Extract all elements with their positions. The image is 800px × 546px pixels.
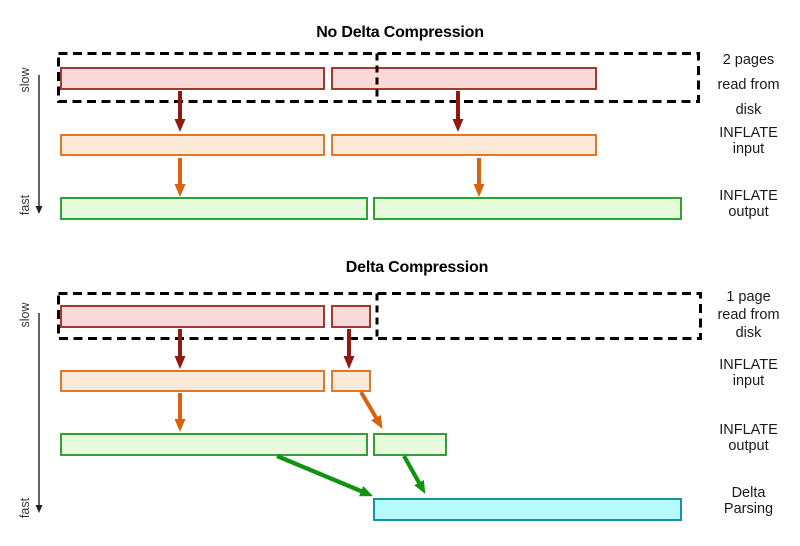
inflate-input-bar-1: [60, 134, 325, 156]
slow-axis-label-bottom: slow: [18, 302, 32, 328]
delta-parsing-label: Delta Parsing: [723, 485, 774, 517]
input-to-output-arrow-4: [359, 390, 383, 429]
inflate-input-bar-3: [60, 370, 325, 392]
inflate-output-bar-2: [373, 197, 682, 220]
inflate-output-label-top: INFLATE output: [719, 188, 778, 220]
fast-axis-label-bottom: fast: [18, 497, 32, 519]
fast-axis-label-top: fast: [18, 194, 32, 216]
inflate-output-bar-1: [60, 197, 368, 220]
inflate-input-label-bottom: INFLATE input: [719, 357, 778, 389]
pages-read-label-bottom: 1 page read from disk: [717, 289, 780, 341]
inflate-input-bar-4: [331, 370, 371, 392]
inflate-input-label-top: INFLATE input: [719, 125, 778, 157]
disk-page-data-bar-2: [331, 67, 597, 90]
no-delta-section-title: No Delta Compression: [316, 24, 484, 41]
inflate-input-bar-2: [331, 134, 597, 156]
output-to-parsing-arrow-1: [276, 454, 374, 497]
delta-section-title: Delta Compression: [345, 259, 489, 276]
inflate-output-bar-4: [373, 433, 447, 456]
disk-page-data-bar-4: [331, 305, 371, 328]
delta-parsing-bar: [373, 498, 682, 521]
inflate-output-label-bottom: INFLATE output: [719, 422, 778, 454]
disk-page-data-bar-1: [60, 67, 325, 90]
inflate-output-bar-3: [60, 433, 368, 456]
output-to-parsing-arrow-2: [402, 454, 426, 494]
slow-axis-label-top: slow: [18, 67, 32, 93]
disk-page-data-bar-3: [60, 305, 325, 328]
pages-read-label-top: 2 pages read from disk: [717, 52, 780, 118]
